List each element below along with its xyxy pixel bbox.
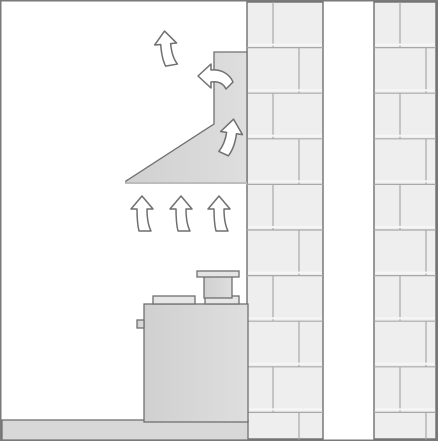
pot-lid	[196, 270, 240, 278]
airflow-arrow-up-icon	[130, 195, 154, 232]
brick-wall-front	[246, 1, 324, 441]
arrow-shape	[218, 118, 244, 157]
stove	[136, 295, 249, 423]
wall-gap	[324, 2, 373, 439]
airflow-arrow-up-icon	[153, 30, 179, 67]
brick-wall-back-surface	[373, 1, 437, 440]
brick-wall-front-surface	[246, 1, 324, 440]
stove-knob	[136, 319, 145, 329]
countertop	[1, 419, 249, 441]
stove-body	[143, 303, 249, 423]
burner-plate	[152, 295, 196, 305]
arrow-shape	[153, 30, 179, 67]
airflow-arrow-up-icon	[207, 195, 231, 232]
arrow-shape	[130, 195, 154, 232]
airflow-arrows	[130, 30, 244, 232]
cooking-pot	[196, 270, 240, 299]
airflow-arrow-up-icon	[169, 195, 193, 232]
cooker-hood	[125, 51, 248, 184]
airflow-arrow-curve-left-icon	[197, 63, 234, 90]
pot-body	[203, 275, 233, 299]
brick-wall-back	[373, 1, 437, 441]
arrow-shape	[207, 195, 231, 232]
arrow-shape	[169, 195, 193, 232]
airflow-arrow-up-icon	[218, 118, 244, 157]
arrow-shape	[197, 63, 234, 90]
